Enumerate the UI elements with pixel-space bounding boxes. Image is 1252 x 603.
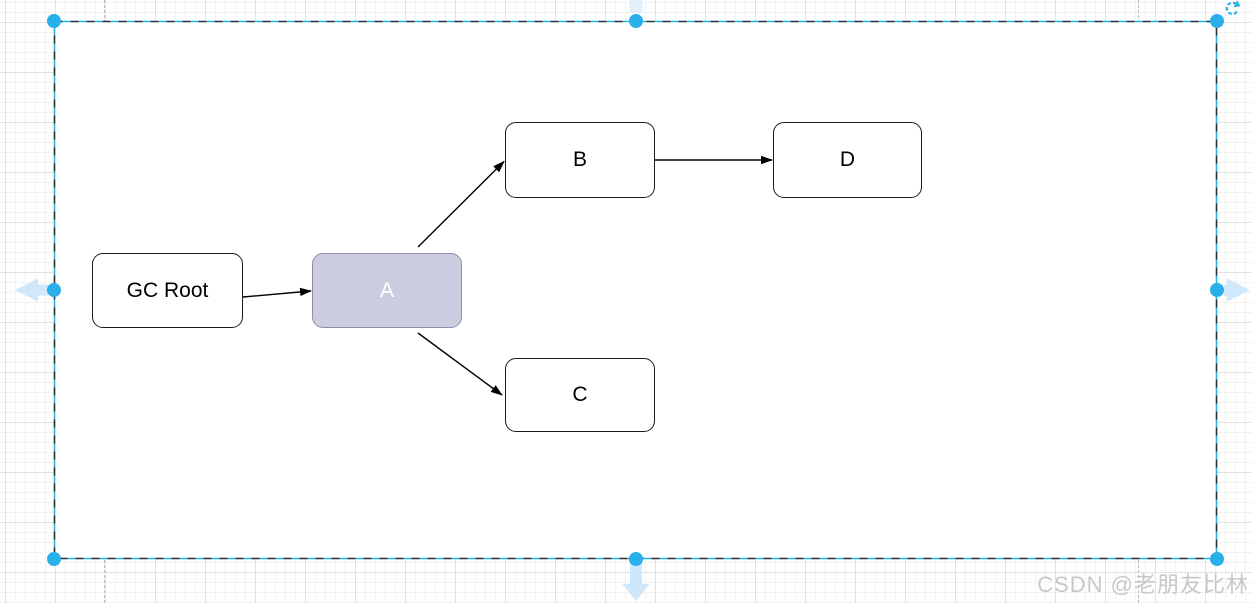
- selection-handle-top-center[interactable]: [629, 14, 643, 28]
- node-gc-root-label: GC Root: [126, 278, 209, 302]
- rotate-handle-icon[interactable]: [1225, 0, 1241, 15]
- node-c-label: C: [572, 383, 588, 406]
- selection-handle-middle-right[interactable]: [1210, 283, 1224, 297]
- node-b-label: B: [572, 148, 587, 171]
- selection-handle-bottom-center[interactable]: [629, 552, 643, 566]
- node-gc-root[interactable]: GC Root: [92, 253, 243, 328]
- watermark: CSDN @老朋友比林: [1037, 572, 1249, 597]
- node-a[interactable]: A: [312, 253, 462, 328]
- selection-handle-top-left[interactable]: [47, 14, 61, 28]
- edge-gcroot-a[interactable]: [242, 287, 312, 298]
- selection-handle-bottom-right[interactable]: [1210, 552, 1224, 566]
- selection-handle-top-right[interactable]: [1210, 14, 1224, 28]
- direction-arrow-left-icon[interactable]: [15, 278, 48, 302]
- selection-handle-bottom-left[interactable]: [47, 552, 61, 566]
- selection-handle-middle-left[interactable]: [47, 283, 61, 297]
- group-container[interactable]: [54, 21, 1217, 559]
- direction-arrow-down-icon[interactable]: [622, 563, 650, 601]
- edge-a-b[interactable]: [417, 160, 505, 248]
- direction-arrow-right-icon[interactable]: [1224, 278, 1250, 302]
- node-d[interactable]: D: [773, 122, 922, 198]
- node-b[interactable]: B: [505, 122, 655, 198]
- node-c[interactable]: C: [505, 358, 655, 432]
- edge-a-c[interactable]: [417, 332, 503, 396]
- node-a-label: A: [379, 278, 394, 302]
- direction-arrow-up-icon[interactable]: [629, 0, 643, 13]
- node-d-label: D: [839, 148, 856, 171]
